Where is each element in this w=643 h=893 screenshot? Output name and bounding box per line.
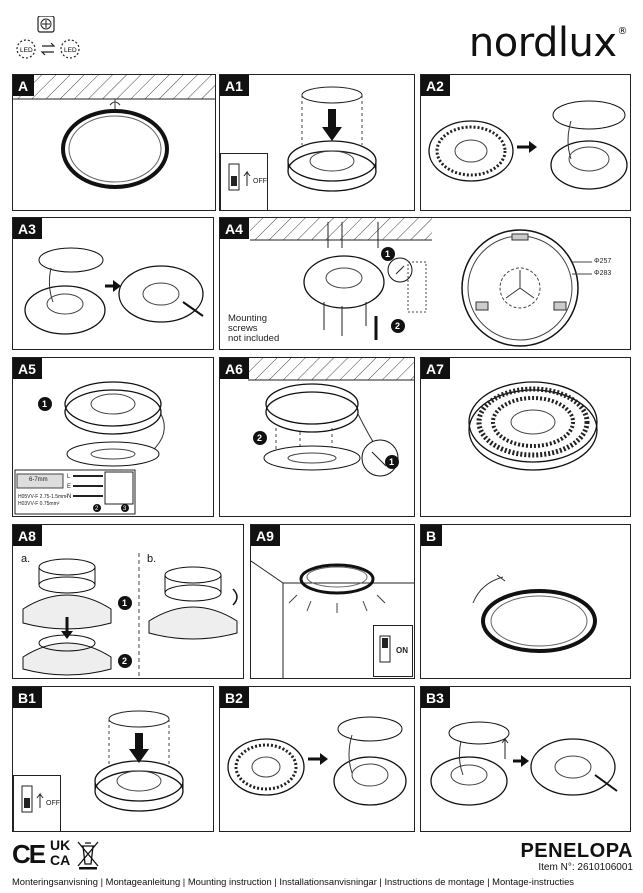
remove-cover-illustration bbox=[287, 86, 377, 192]
step-2-number: 2 bbox=[95, 506, 99, 512]
step-2-number: 2 bbox=[395, 321, 401, 331]
disconnect-driver-illustration bbox=[24, 247, 204, 335]
switch-off-label: OFF bbox=[253, 178, 267, 185]
remove-led-plate-illustration bbox=[428, 100, 628, 190]
diameter-label-1: Φ257 bbox=[594, 258, 612, 265]
instruction-languages: Monteringsanvisning | Montageanleitung |… bbox=[12, 876, 574, 887]
mounting-screws-note: Mounting screws not included bbox=[228, 313, 280, 344]
panel-label: A1 bbox=[220, 75, 249, 96]
panel-a7: A7 bbox=[420, 357, 631, 517]
panel-label: A8 bbox=[13, 525, 42, 546]
wiring-illustration bbox=[14, 381, 165, 515]
switch-icon bbox=[379, 635, 391, 663]
panel-label: A9 bbox=[251, 525, 280, 546]
panel-a: A bbox=[12, 74, 216, 211]
step-2-number: 2 bbox=[122, 656, 128, 666]
led-swap-icon: LED LED bbox=[16, 16, 80, 59]
power-on-illustration bbox=[251, 560, 414, 678]
cable-spec-2: H03VV-F 0.75mm² bbox=[18, 501, 60, 507]
panel-label: A4 bbox=[220, 218, 249, 239]
panel-label: A7 bbox=[421, 358, 450, 379]
step-3-number: 3 bbox=[123, 506, 127, 512]
panel-label: B2 bbox=[220, 687, 249, 708]
wire-l-label: L bbox=[67, 474, 71, 480]
step-1-number: 1 bbox=[42, 399, 48, 409]
item-number: Item N°: 2610106001 bbox=[538, 862, 633, 873]
certification-marks: CE UK CA bbox=[12, 838, 102, 872]
panel-a9: A9 ON bbox=[250, 524, 415, 679]
ce-mark: CE bbox=[12, 839, 46, 869]
step-1-number: 1 bbox=[122, 598, 128, 608]
panel-b3: B3 bbox=[420, 686, 631, 832]
wall-switch-off: OFF bbox=[13, 775, 61, 831]
product-name: PENELOPA bbox=[520, 840, 633, 862]
brand-logo: nordlux® bbox=[468, 20, 628, 66]
switch-icon bbox=[228, 163, 251, 191]
panel-label: B3 bbox=[421, 687, 450, 708]
remove-led-plate-b-illustration bbox=[227, 716, 407, 806]
panel-label: B1 bbox=[13, 687, 42, 708]
panel-a5: A5 1 6-7mm L E N H05VV-F 2.75-1.5mm² H03… bbox=[12, 357, 214, 517]
step-2-number: 2 bbox=[257, 433, 263, 443]
led-text-right: LED bbox=[64, 47, 77, 54]
panel-label: A3 bbox=[13, 218, 42, 239]
lamp-on-ceiling-illustration bbox=[13, 75, 215, 189]
step-1-number: 1 bbox=[389, 457, 395, 467]
weee-bin-icon bbox=[77, 841, 99, 870]
wire-n-label: N bbox=[67, 494, 72, 500]
panel-b2: B2 bbox=[219, 686, 415, 832]
sub-step-b: b. bbox=[147, 553, 157, 565]
panel-a4: A4 1 2 Mounting screws not included Φ2 bbox=[219, 217, 631, 350]
panel-label: A6 bbox=[220, 358, 249, 379]
panel-a2: A2 bbox=[420, 74, 631, 211]
mount-base-illustration bbox=[250, 218, 592, 347]
disconnect-driver-b-illustration bbox=[430, 721, 618, 806]
panel-label: A2 bbox=[421, 75, 450, 96]
strip-length: 6-7mm bbox=[29, 477, 48, 483]
panel-a8: A8 a. b. 1 2 bbox=[12, 524, 244, 679]
wall-switch-on: ON bbox=[373, 625, 413, 677]
fit-diffuser-illustration bbox=[22, 553, 238, 677]
switch-off-label: OFF bbox=[46, 800, 60, 807]
panel-label: A5 bbox=[13, 358, 42, 379]
panel-a6: A6 1 2 bbox=[219, 357, 415, 517]
panel-b1: B1 OFF bbox=[12, 686, 214, 832]
sub-step-a: a. bbox=[21, 553, 31, 565]
cable-spec-1: H05VV-F 2.75-1.5mm² bbox=[18, 494, 69, 500]
panel-a1: A1 OFF bbox=[219, 74, 415, 211]
step-1-number: 1 bbox=[385, 249, 391, 259]
remove-cover-b-illustration bbox=[94, 710, 184, 812]
brand-registered-mark: ® bbox=[617, 26, 628, 37]
brand-name: nordlux bbox=[468, 20, 617, 66]
led-text-left: LED bbox=[20, 47, 33, 54]
diameter-label-2: Φ283 bbox=[594, 270, 612, 277]
refit-led-plate-illustration bbox=[468, 381, 598, 471]
ukca-mark-ca: CA bbox=[50, 852, 71, 868]
lamp-replacement-illustration bbox=[472, 574, 597, 653]
panel-label: A bbox=[13, 75, 35, 96]
wall-switch-off: OFF bbox=[220, 153, 268, 210]
panel-a3: A3 bbox=[12, 217, 214, 350]
switch-on-label: ON bbox=[396, 646, 408, 655]
ukca-mark-uk: UK bbox=[50, 837, 71, 853]
panel-b: B bbox=[420, 524, 631, 679]
switch-icon bbox=[21, 785, 44, 813]
wire-e-label: E bbox=[67, 484, 72, 490]
fix-base-illustration bbox=[248, 358, 414, 477]
panel-label: B bbox=[421, 525, 443, 546]
